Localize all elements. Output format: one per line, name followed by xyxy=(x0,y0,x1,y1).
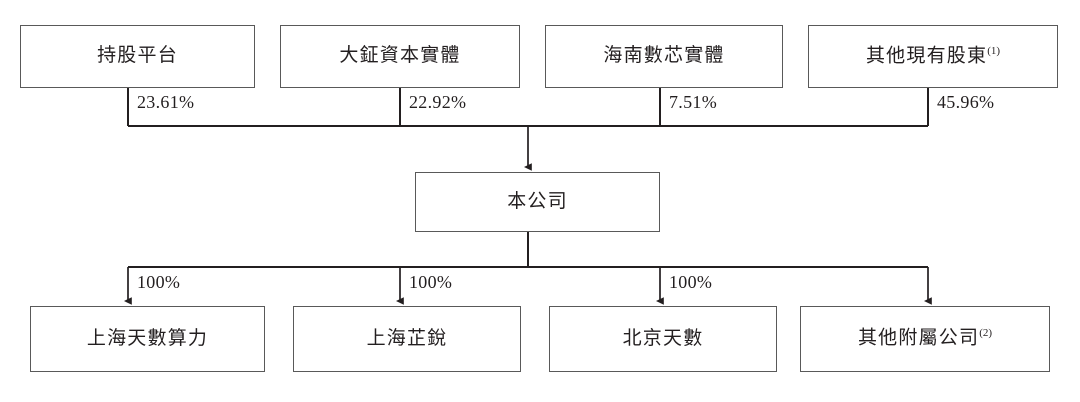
footnote-marker-1: (1) xyxy=(987,44,1001,57)
percent-label-hainan-shuxin: 7.51% xyxy=(669,92,717,112)
subsidiary-label-other-subsidiaries: 其他附屬公司(2) xyxy=(858,327,992,350)
shareholder-label-other-shareholders-text: 其他現有股東 xyxy=(865,45,988,67)
percent-label-beijing-tianshu: 100% xyxy=(669,272,713,292)
subsidiary-label-other-subsidiaries-text: 其他附屬公司 xyxy=(857,327,980,349)
footnote-marker-2: (2) xyxy=(979,327,993,340)
percent-label-dazheng-capital: 22.92% xyxy=(409,92,467,112)
shareholder-label-hainan-shuxin: 海南數芯實體 xyxy=(603,45,725,67)
subsidiary-box-shanghai-tianshu-suanli[interactable]: 上海天數算力 xyxy=(30,306,265,372)
shareholder-box-other-shareholders[interactable]: 其他現有股東(1) xyxy=(808,25,1058,88)
shareholder-label-dazheng-capital: 大鉦資本實體 xyxy=(339,45,461,67)
percent-label-other-shareholders: 45.96% xyxy=(937,92,995,112)
percent-label-shanghai-tianshu-suanli: 100% xyxy=(137,272,181,292)
shareholder-label-holding-platform: 持股平台 xyxy=(97,45,178,67)
shareholder-box-holding-platform[interactable]: 持股平台 xyxy=(20,25,255,88)
subsidiary-box-shanghai-zhirui[interactable]: 上海芷銳 xyxy=(293,306,521,372)
percent-label-holding-platform: 23.61% xyxy=(137,92,195,112)
shareholder-box-hainan-shuxin[interactable]: 海南數芯實體 xyxy=(545,25,783,88)
subsidiary-box-other-subsidiaries[interactable]: 其他附屬公司(2) xyxy=(800,306,1050,372)
company-label: 本公司 xyxy=(507,190,568,212)
subsidiary-box-beijing-tianshu[interactable]: 北京天數 xyxy=(549,306,777,372)
subsidiary-label-shanghai-zhirui: 上海芷銳 xyxy=(366,327,448,349)
shareholder-label-other-shareholders: 其他現有股東(1) xyxy=(866,45,1000,68)
company-box[interactable]: 本公司 xyxy=(415,172,660,232)
subsidiary-label-beijing-tianshu: 北京天數 xyxy=(622,327,704,349)
percent-label-shanghai-zhirui: 100% xyxy=(409,272,453,292)
shareholder-box-dazheng-capital[interactable]: 大鉦資本實體 xyxy=(280,25,520,88)
subsidiary-label-shanghai-tianshu-suanli: 上海天數算力 xyxy=(86,327,209,349)
